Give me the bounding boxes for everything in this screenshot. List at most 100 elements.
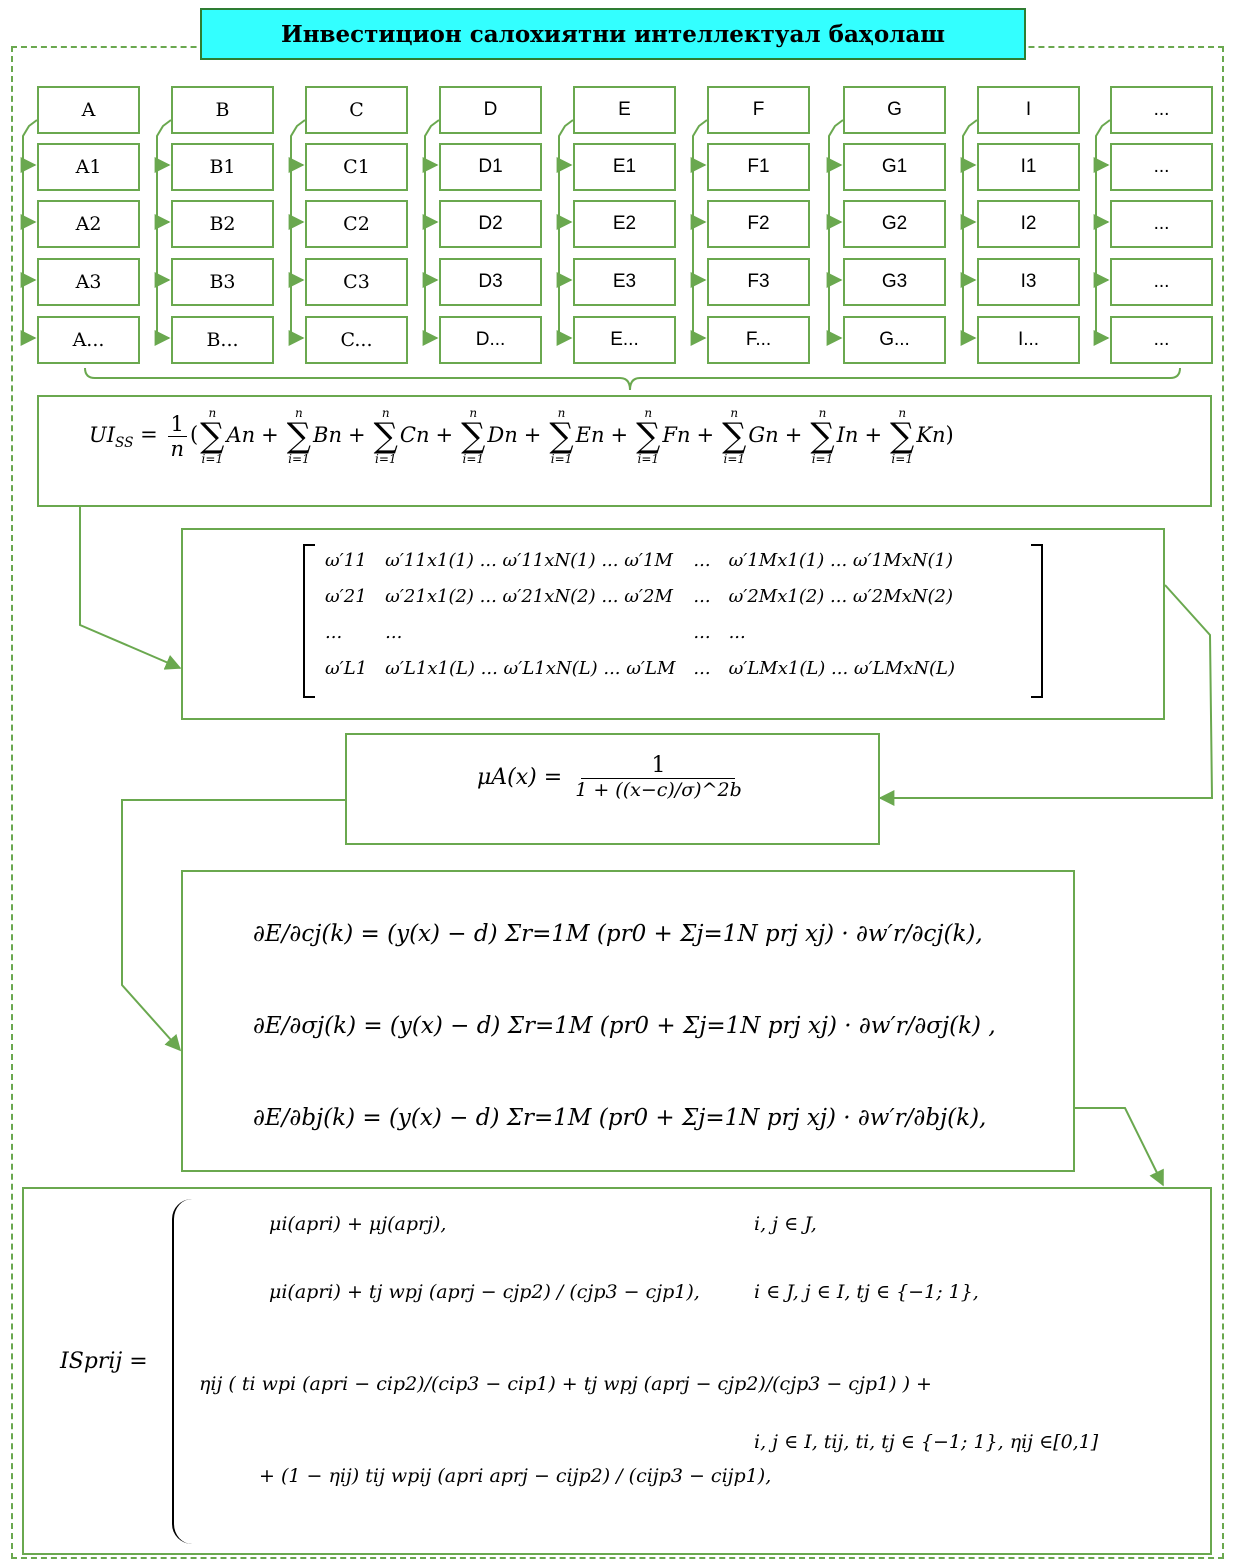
sum-operator: n∑i=1 [636,406,661,466]
matrix-cell: ... [385,621,403,643]
column-connector-I [962,119,978,336]
cases-brace [172,1199,194,1544]
case-condition-4: i, j ∈ I, tij, ti, tj ∈ {−1; 1}, ηij ∈[0… [754,1431,1099,1453]
factor-cell-A-4: A... [37,316,140,364]
factor-cell-I-0: I [977,86,1080,134]
factor-cell-E-1: E1 [573,143,676,191]
sum-term-Bn: Bn [313,422,343,447]
column-connector-A [22,119,38,336]
arrow-grad-to-is [1075,1107,1164,1187]
sum-operator: n∑i=1 [890,406,915,466]
arrow-mu-to-grad [121,799,345,1052]
plus-sign: + [696,422,715,447]
factor-cell-G-1: G1 [843,143,946,191]
factor-cell-E-0: E [573,86,676,134]
factor-cell-K-3: ... [1110,258,1213,306]
plus-sign: + [435,422,454,447]
matrix-cell: ... [728,621,746,643]
factor-cell-A-1: A1 [37,143,140,191]
factor-cell-B-0: B [171,86,274,134]
factor-cell-A-2: A2 [37,200,140,248]
matrix-row: ............ [321,614,969,650]
factor-cell-K-1: ... [1110,143,1213,191]
factor-cell-K-2: ... [1110,200,1213,248]
arrow-matrix-to-mu [878,584,1214,806]
gradient-formulas-box: ∂E/∂cj(k) = (y(x) − d) Σr=1M (pr0 + Σj=1… [181,870,1075,1172]
matrix-cell: ω′2Mx1(2) ... ω′2MxN(2) [728,585,953,607]
case-expression-2: μi(apri) + tj wpj (aprj − cjp2) / (cjp3 … [269,1281,700,1303]
factor-cell-G-3: G3 [843,258,946,306]
factor-cell-F-4: F... [707,316,810,364]
matrix-cell: ... [693,657,711,679]
sum-term-Cn: Cn [399,422,430,447]
sum-term-Dn: Dn [487,422,518,447]
factor-cell-I-4: I... [977,316,1080,364]
sum-operator: n∑i=1 [373,406,398,466]
factor-cell-G-2: G2 [843,200,946,248]
plus-sign: + [261,422,279,447]
diagram-title: Инвестицион салохиятни интеллектуал баҳо… [200,8,1026,60]
sum-operator: n∑i=1 [810,406,835,466]
factor-cell-D-1: D1 [439,143,542,191]
arrow-ui-to-matrix [79,505,182,670]
sum-term-In: In [836,422,859,447]
sum-term-Kn: Kn [916,422,946,447]
plus-sign: + [348,422,366,447]
factor-cell-B-1: B1 [171,143,274,191]
factor-cell-I-2: I2 [977,200,1080,248]
factor-cell-F-1: F1 [707,143,810,191]
mu-lhs: μA(x) = [477,764,563,790]
case-expression-3: ηij ( ti wpi (apri − cip2)/(cip3 − cip1)… [199,1373,932,1395]
matrix-cell: ω′L1x1(L) ... ω′L1xN(L) ... ω′LM [385,657,676,679]
plus-sign: + [864,422,883,447]
column-connector-G [828,119,844,336]
sum-operator: n∑i=1 [200,406,225,466]
factor-cell-B-2: B2 [171,200,274,248]
title-text: Инвестицион салохиятни интеллектуал баҳо… [280,20,945,48]
factor-cell-G-0: G [843,86,946,134]
factor-cell-B-3: B3 [171,258,274,306]
factor-cell-A-3: A3 [37,258,140,306]
column-connector-C [290,119,306,336]
factor-cell-E-4: E... [573,316,676,364]
factor-cell-I-1: I1 [977,143,1080,191]
is-lhs: ISprij = [60,1349,148,1374]
factor-cell-C-2: C2 [305,200,408,248]
factor-cell-E-3: E3 [573,258,676,306]
case-condition-1: i, j ∈ J, [754,1213,817,1235]
column-connector-K [1095,119,1111,336]
gradient-equation-3: ∂E/∂bj(k) = (y(x) − d) Σr=1M (pr0 + Σj=1… [253,1105,987,1131]
factor-cell-C-3: C3 [305,258,408,306]
factor-cell-K-0: ... [1110,86,1213,134]
factor-cell-D-0: D [439,86,542,134]
factor-cell-A-0: A [37,86,140,134]
matrix-cell: ω′21x1(2) ... ω′21xN(2) ... ω′2M [385,585,673,607]
column-connector-E [558,119,574,336]
column-connector-F [692,119,708,336]
factor-cell-F-3: F3 [707,258,810,306]
factor-cell-I-3: I3 [977,258,1080,306]
case-expression-4: + (1 − ηij) tij wpij (apri aprj − cijp2)… [259,1465,772,1487]
sum-operator: n∑i=1 [286,406,312,466]
merge-brace [84,367,1181,391]
matrix-cell: ... [693,585,711,607]
matrix-cell: ω′L1 [325,657,368,679]
sum-term-Gn: Gn [748,422,779,447]
sum-term-En: En [575,422,605,447]
sum-operator: n∑i=1 [549,406,574,466]
sum-term-An: An [226,422,256,447]
case-condition-2: i ∈ J, j ∈ I, tj ∈ {−1; 1}, [754,1281,979,1303]
plus-sign: + [784,422,803,447]
sum-operator: n∑i=1 [461,406,486,466]
factor-cell-G-4: G... [843,316,946,364]
mu-fraction: 1 1 + ((x−c)/σ)^2b [575,753,742,801]
gradient-equation-2: ∂E/∂σj(k) = (y(x) − d) Σr=1M (pr0 + Σj=1… [253,1013,996,1039]
matrix-cell: ω′11x1(1) ... ω′11xN(1) ... ω′1M [385,549,673,571]
